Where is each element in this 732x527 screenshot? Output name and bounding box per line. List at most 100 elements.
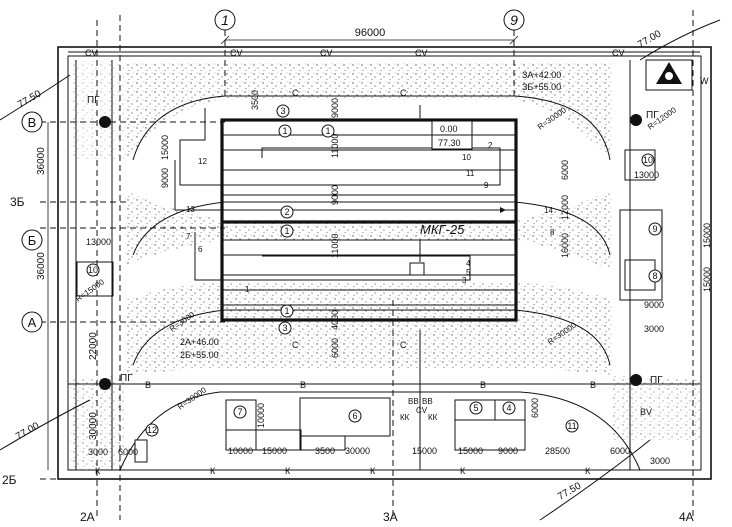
point-label: 8 [550, 228, 555, 237]
crane-rail-path [174, 105, 506, 281]
mark-label: СV [416, 406, 428, 415]
bottom-dims: 10000 15000 3500 30000 15000 15000 9000 … [118, 398, 670, 466]
utility-code: СV [415, 48, 428, 58]
utility-code: СV [85, 48, 98, 58]
utility-code: К [210, 466, 216, 476]
overall-dimension: 96000 [220, 27, 519, 45]
axis-bubble-9: 9 [503, 9, 525, 31]
utility-code: К [95, 466, 101, 476]
axis-label: 9 [510, 12, 518, 28]
radius-label: R=15000 [74, 277, 106, 303]
utility-code: К [585, 466, 591, 476]
axis-bubble-a: А [21, 311, 43, 333]
point-label: 10 [462, 153, 471, 162]
dim-text: 22000 [88, 332, 99, 360]
utility-code: В [300, 380, 306, 390]
mark-label: ВВ [422, 397, 433, 406]
dim-text: 16000 [560, 233, 570, 258]
coord-label: 2А+46.00 [180, 337, 219, 347]
level-value: 0.00 [440, 124, 458, 134]
point-label: 5 [466, 268, 471, 277]
path-point-labels: 1 2 3 4 5 6 7 8 9 10 11 12 13 14 [186, 141, 555, 294]
circled-number: 4 [506, 403, 511, 413]
dim-text: 15000 [702, 267, 712, 292]
bottom-axis-labels: 2А 3А 4А [80, 510, 694, 524]
axis-label: В [28, 115, 37, 130]
circled-number: 3 [280, 106, 285, 116]
middle-dimension-chain: 9000 11000 9000 11000 6000 4000 [330, 98, 340, 358]
dim-text: 13000 [86, 237, 111, 247]
circled-numbers: 3 1 1 2 1 1 3 5 4 6 7 8 9 10 10 11 12 [86, 104, 662, 437]
axis-label: 4А [679, 510, 694, 524]
circled-number: 11 [567, 421, 576, 431]
point-label: 3 [462, 276, 467, 285]
point-label: 1 [245, 285, 250, 294]
coord-label: 2Б+55.00 [180, 350, 219, 360]
utility-code: С [292, 340, 299, 350]
dim-text: 36000 [36, 147, 47, 175]
coord-label: ЗА+42.00 [522, 70, 561, 80]
dim-text: 10000 [228, 446, 253, 456]
dim-text: 9000 [644, 300, 664, 310]
dim-text: 30000 [88, 412, 99, 440]
utility-codes: СV СV СV СV СV В В В В К К К К К К С С С… [85, 48, 652, 476]
top-left-dims: 3500 15000 9000 [160, 90, 260, 188]
utility-code: В [480, 380, 486, 390]
circled-number: 8 [652, 271, 657, 281]
dim-text: 10000 [256, 403, 266, 428]
hydrant-label: ПГ [646, 110, 659, 121]
right-dims: 6000 12000 16000 15000 15000 13000 9000 … [560, 160, 712, 334]
axis-3b-label: 3Б [10, 195, 25, 209]
dim-text: 9000 [498, 446, 518, 456]
dim-text: 12000 [560, 195, 570, 220]
dim-text: 6000 [530, 398, 540, 418]
point-label: 14 [544, 206, 553, 215]
dim-text: 15000 [702, 223, 712, 248]
axis-label: 3А [383, 510, 398, 524]
dim-text: 9000 [330, 98, 340, 118]
crane-label: МКГ-25 [420, 222, 465, 237]
coordinate-labels: ЗА+42.00 ЗБ+55.00 2А+46.00 2Б+55.00 [180, 70, 561, 360]
dim-text: 6000 [118, 447, 138, 457]
dim-text: 3000 [88, 447, 108, 457]
point-label: 2 [488, 141, 493, 150]
dim-text: 3000 [644, 324, 664, 334]
dim-text: 6000 [610, 446, 630, 456]
site-facilities [76, 149, 663, 463]
utility-code: ВV [640, 407, 652, 417]
level-mark: 0.00 77.30 [431, 120, 473, 150]
left-dimension-chain: 36000 36000 22000 30000 13000 3000 [36, 122, 111, 470]
circled-number: 6 [352, 411, 357, 421]
circled-number: 9 [652, 224, 657, 234]
dim-text: 6000 [560, 160, 570, 180]
circled-number: 10 [88, 265, 98, 275]
circled-number: 10 [643, 155, 653, 165]
misc-marks: ВВ ВВ КК КК СV [400, 397, 438, 422]
dim-text: 9000 [330, 185, 340, 205]
level-absolute: 77.30 [438, 138, 461, 148]
utility-code: СV [612, 48, 625, 58]
utility-code: С [292, 88, 299, 98]
dim-text: 28500 [545, 446, 570, 456]
dim-text: 3500 [250, 90, 260, 110]
point-label: 6 [198, 245, 203, 254]
circled-number: 2 [284, 207, 289, 217]
utility-code: С [400, 88, 407, 98]
mark-label: КК [400, 413, 410, 422]
utility-code: СV [230, 48, 243, 58]
hydrant-label: ПГ [120, 373, 133, 384]
mark-label: КК [428, 413, 438, 422]
utility-lines [68, 51, 700, 471]
utility-code: В [590, 380, 596, 390]
point-label: 7 [186, 232, 191, 241]
dim-text: 15000 [262, 446, 287, 456]
dim-text: 3000 [650, 456, 670, 466]
circled-number: 12 [147, 425, 157, 435]
utility-code: СV [320, 48, 333, 58]
building-outline [220, 118, 518, 322]
point-label: 4 [466, 259, 471, 268]
axis-label: Б [28, 233, 37, 248]
hydrants: ПГ ПГ ПГ ПГ [87, 95, 663, 390]
circled-number: 3 [282, 323, 287, 333]
utility-code: К [460, 466, 466, 476]
